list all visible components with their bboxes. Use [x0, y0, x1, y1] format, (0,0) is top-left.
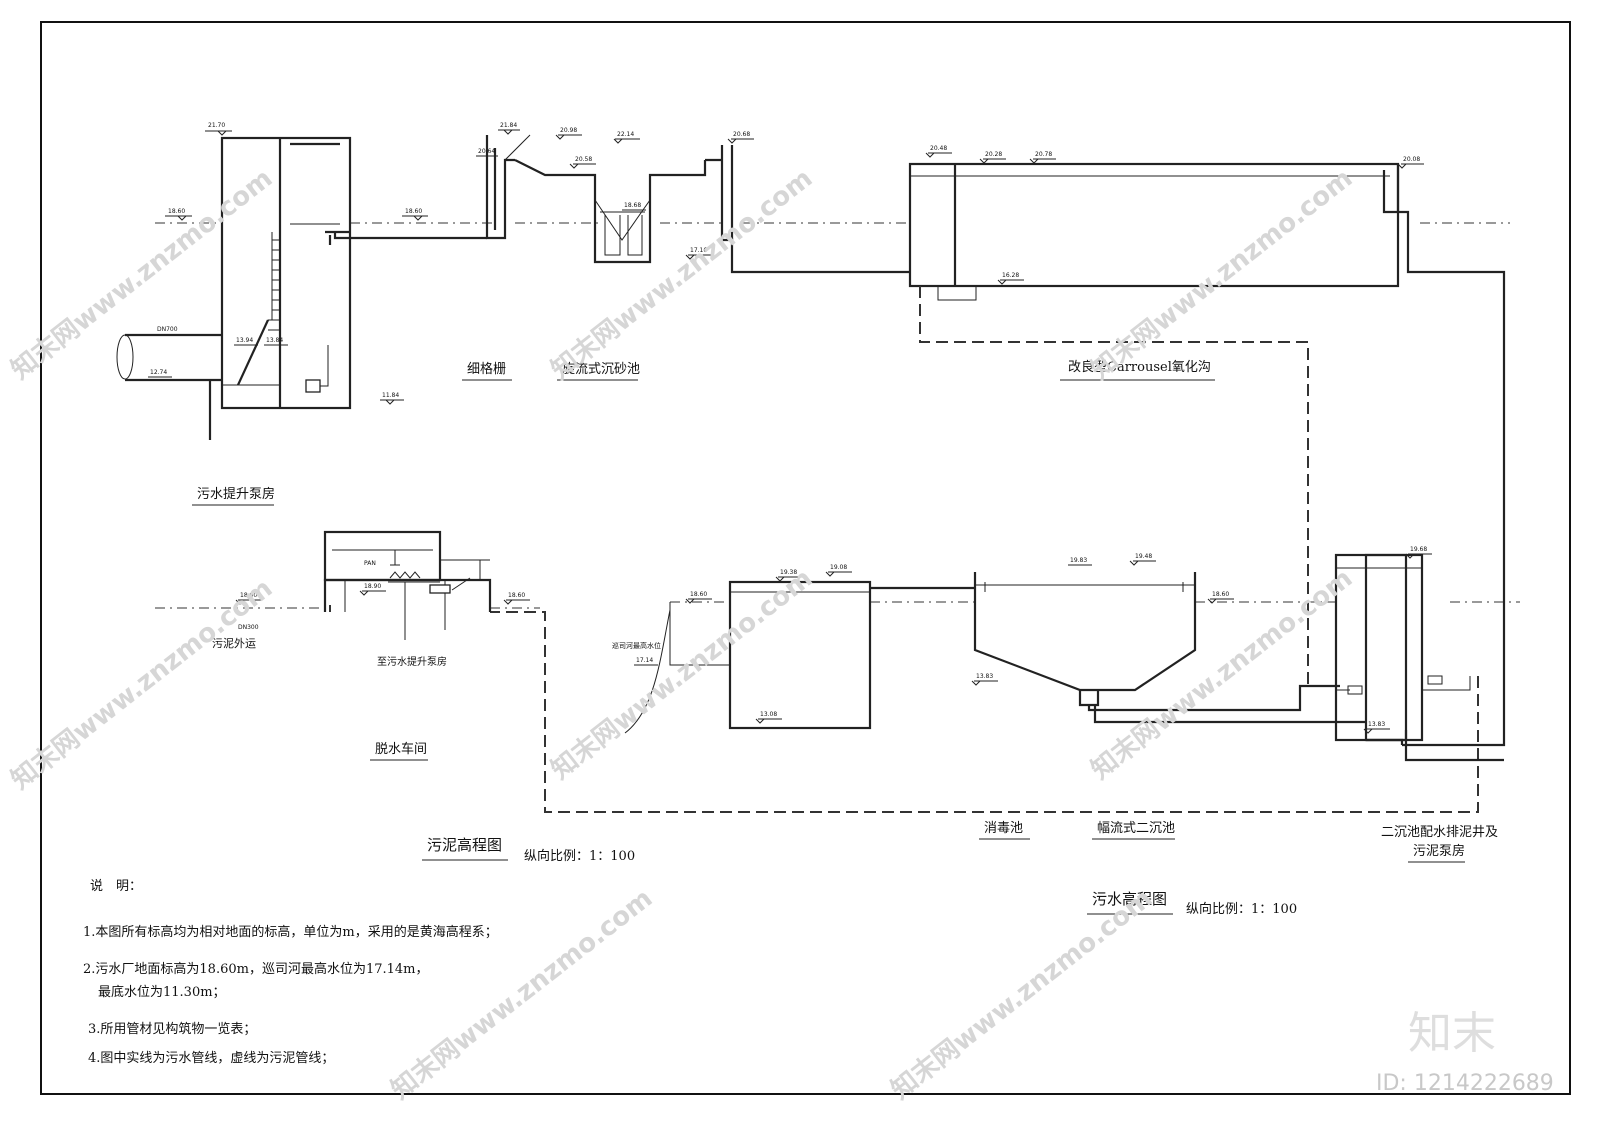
elev-1384: 13.84	[266, 337, 283, 344]
elev-1274: 12.74	[150, 369, 167, 376]
notes: 说 明： 1.本图所有标高均为相对地面的标高，单位为m，采用的是黄海高程系； 2…	[83, 879, 498, 1066]
elev-2008: 20.08	[1403, 156, 1420, 163]
elev-1890: 18.90	[364, 583, 381, 590]
label-dewatering: 脱水车间	[375, 741, 427, 757]
watermark-text-2: 知末网www.znzmo.com	[546, 163, 818, 385]
dewatering-building	[323, 530, 492, 640]
oxidation-ditch	[908, 162, 1506, 747]
elev-1383b: 13.83	[1368, 721, 1385, 728]
grit-chamber	[514, 159, 707, 264]
label-river-level: 巡司河最高水位	[612, 641, 661, 650]
elev-1860f: 18.60	[1212, 591, 1229, 598]
elev-1860e: 18.60	[690, 591, 707, 598]
elev-2214: 22.14	[617, 131, 634, 138]
note-2a: 2.污水厂地面标高为18.60m，巡司河最高水位为17.14m，	[83, 961, 429, 977]
label-pan: PAN	[364, 560, 376, 567]
elev-2184: 21.84	[500, 122, 517, 129]
note-2b: 最底水位为11.30m；	[98, 984, 226, 1000]
elev-1860d: 18.60	[508, 592, 525, 599]
title-sludge-profile: 污泥高程图	[427, 836, 502, 854]
elev-2058: 20.58	[575, 156, 592, 163]
pipe-dn300: DN300	[238, 624, 259, 631]
label-to-pump: 至污水提升泵房	[377, 655, 447, 668]
pump-house	[116, 136, 487, 440]
elev-1908: 19.08	[830, 564, 847, 571]
watermark-text-5: 知末网www.znzmo.com	[546, 563, 818, 785]
label-clarifier: 幅流式二沉池	[1097, 821, 1175, 836]
label-pump-house: 污水提升泵房	[197, 486, 275, 502]
elev-1628: 16.28	[1002, 272, 1019, 279]
elev-1860b: 18.60	[405, 208, 422, 215]
elev-1938: 19.38	[780, 569, 797, 576]
elev-1714: 17.14	[636, 657, 653, 664]
scale-sewage: 纵向比例：1：100	[1186, 901, 1297, 917]
elev-2088: 20.98	[560, 127, 577, 134]
elev-2078: 20.78	[1035, 151, 1052, 158]
elev-1184: 11.84	[382, 392, 399, 399]
title-sewage-profile: 污水高程图	[1092, 890, 1167, 908]
elev-1394: 13.94	[236, 337, 253, 344]
elev-1868: 18.68	[624, 202, 641, 209]
elev-1948: 19.48	[1135, 553, 1152, 560]
watermark-text-3: 知末网www.znzmo.com	[1086, 163, 1358, 385]
fine-screen	[485, 134, 531, 240]
distribution-well	[1334, 553, 1504, 762]
label-fine-screen: 细格栅	[467, 361, 506, 377]
note-3: 3.所用管材见构筑物一览表；	[88, 1021, 256, 1037]
elev-2068: 20.68	[733, 131, 750, 138]
elevation-markers: 21.70 18.60 18.60 13.94 13.84 12.74 11.8…	[148, 122, 1432, 734]
elev-1983: 19.83	[1070, 557, 1087, 564]
elev-1383: 13.83	[976, 673, 993, 680]
elev-1968: 19.68	[1410, 546, 1427, 553]
notes-heading: 说 明：	[90, 879, 142, 894]
ground-lines	[155, 222, 1520, 609]
watermark-text-7: 知末网www.znzmo.com	[386, 883, 658, 1105]
drawing-frame	[40, 21, 1571, 1095]
elev-2028: 20.28	[985, 151, 1002, 158]
elev-2064: 20.64	[478, 148, 495, 155]
watermark-text-8: 知末网www.znzmo.com	[886, 883, 1158, 1105]
structure-labels: 细格栅 旋流式沉砂池 改良型Carrousel氧化沟 污水提升泵房 污泥外运 至…	[192, 359, 1498, 863]
label-distribution-well-2: 污泥泵房	[1413, 843, 1465, 859]
elev-1716a: 17.16	[690, 247, 707, 254]
label-sludge-out: 污泥外运	[212, 637, 256, 650]
elev-2048: 20.48	[930, 145, 947, 152]
label-oxidation-ditch: 改良型Carrousel氧化沟	[1068, 359, 1211, 375]
elev-1860a: 18.60	[168, 208, 185, 215]
watermark-brand: 知末	[1408, 1008, 1496, 1059]
scale-sludge: 纵向比例：1：100	[524, 848, 635, 864]
watermark-id: ID: 1214222689	[1376, 1071, 1554, 1096]
profile-titles: 污泥高程图 纵向比例：1：100 污水高程图 纵向比例：1：100	[422, 836, 1297, 917]
note-4: 4.图中实线为污水管线，虚线为污泥管线；	[88, 1051, 334, 1066]
elev-1860c: 18.60	[240, 592, 257, 599]
label-disinfection: 消毒池	[984, 821, 1023, 836]
sewage-pipe-1	[705, 145, 910, 274]
label-grit-chamber: 旋流式沉砂池	[562, 362, 640, 377]
label-distribution-well-1: 二沉池配水排泥井及	[1381, 825, 1498, 840]
disinfection-tank	[624, 580, 975, 734]
watermark-text-1: 知末网www.znzmo.com	[6, 163, 278, 385]
elev-1308: 13.08	[760, 711, 777, 718]
secondary-clarifier	[973, 572, 1366, 724]
note-1: 1.本图所有标高均为相对地面的标高，单位为m，采用的是黄海高程系；	[83, 924, 498, 940]
watermark-text-4: 知末网www.znzmo.com	[6, 573, 278, 795]
pipe-dn700: DN700	[157, 326, 178, 333]
elev-2170: 21.70	[208, 122, 225, 129]
